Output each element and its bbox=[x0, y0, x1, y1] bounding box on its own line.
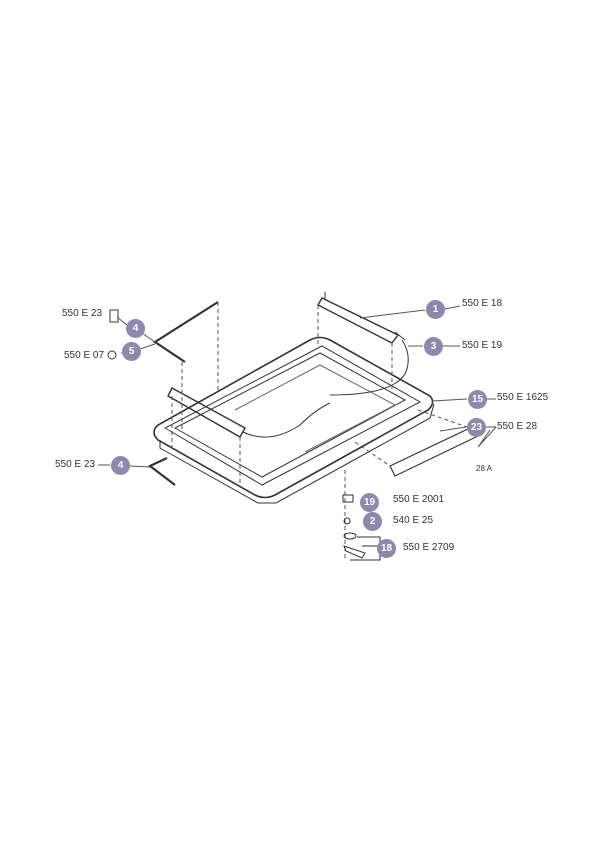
callout-18-badge: 18 bbox=[377, 539, 396, 558]
callout-4-upper-part: 550 E 23 bbox=[62, 308, 103, 319]
seal-strip-lower bbox=[147, 457, 176, 486]
deflector-strip bbox=[389, 427, 480, 477]
callout-4-lower-badge: 4 bbox=[111, 456, 130, 475]
callout-18-part: 550 E 2709 bbox=[403, 542, 455, 553]
callout-15-part: 550 E 1625 bbox=[497, 392, 549, 403]
sub-label-28a: 28 A bbox=[476, 464, 493, 473]
callout-3-part: 550 E 19 bbox=[462, 340, 503, 351]
callout-2-badge: 2 bbox=[363, 512, 382, 531]
assembly-lines bbox=[171, 302, 471, 560]
callout-19-part: 550 E 2001 bbox=[393, 494, 445, 505]
callout-1-part: 550 E 18 bbox=[462, 298, 503, 309]
callout-19-badge: 19 bbox=[360, 493, 379, 512]
rail-1 bbox=[317, 292, 409, 396]
callout-23-part: 550 E 28 bbox=[497, 421, 538, 432]
callout-3-badge: 3 bbox=[424, 337, 443, 356]
callout-5-part: 550 E 07 bbox=[64, 350, 105, 361]
callout-4-upper-badge: 4 bbox=[126, 319, 145, 338]
callout-2-part: 540 E 25 bbox=[393, 515, 434, 526]
callout-23-badge: 23 bbox=[467, 418, 486, 437]
rail-left bbox=[167, 387, 331, 438]
callout-5-badge: 5 bbox=[122, 342, 141, 361]
window-frame bbox=[153, 336, 435, 504]
seal-strip-upper bbox=[152, 301, 219, 363]
callout-1-badge: 1 bbox=[426, 300, 445, 319]
leader-lines bbox=[98, 305, 497, 468]
callout-4-lower-part: 550 E 23 bbox=[55, 459, 96, 470]
callout-15-badge: 15 bbox=[468, 390, 487, 409]
